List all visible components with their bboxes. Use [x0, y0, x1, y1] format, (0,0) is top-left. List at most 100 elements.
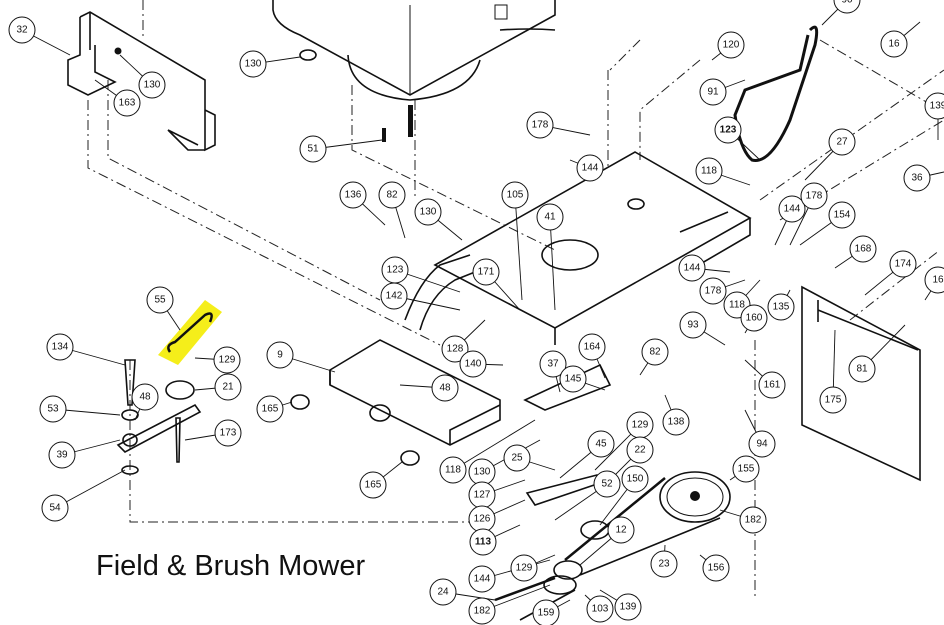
callout-168: 168: [834, 235, 877, 269]
callout-32: 32: [8, 16, 71, 56]
part-number: 168: [855, 244, 872, 255]
callout-150: 150: [599, 465, 649, 526]
part-number: 173: [220, 428, 237, 439]
callout-118: 118: [695, 157, 751, 186]
callout-81: 81: [848, 324, 906, 383]
callout-144: 144: [468, 559, 551, 593]
callout-165: 165: [359, 461, 403, 499]
callout-128: 128: [441, 319, 486, 363]
part-number: 155: [738, 464, 755, 475]
callout-circle: [239, 50, 267, 78]
callout-circle: [889, 250, 917, 278]
callout-171: 171: [472, 258, 521, 311]
callout-139: 139: [924, 92, 944, 140]
callout-41: 41: [536, 203, 564, 311]
part-number: 105: [507, 190, 524, 201]
callout-circle: [214, 373, 242, 401]
part-number: 136: [345, 190, 362, 201]
callout-circle: [526, 111, 554, 139]
callout-circle: [699, 277, 727, 305]
part-number: 139: [620, 602, 637, 613]
callout-105: 105: [501, 181, 529, 301]
callout-circle: [459, 350, 487, 378]
callout-circle: [662, 408, 690, 436]
part-number: 145: [565, 374, 582, 385]
callout-144: 144: [678, 254, 731, 282]
callout-circle: [800, 182, 828, 210]
callout-37: 37: [539, 350, 567, 393]
callout-circle: [146, 286, 174, 314]
callout-25: 25: [503, 444, 556, 472]
callout-120: 120: [711, 31, 745, 61]
callout-circle: [113, 89, 141, 117]
part-number: 128: [447, 344, 464, 355]
callout-164: 164: [578, 333, 606, 379]
callout-52: 52: [554, 470, 621, 521]
callout-103: 103: [584, 594, 614, 623]
callout-circle: [41, 494, 69, 522]
part-number: 171: [478, 267, 495, 278]
part-number: 23: [658, 559, 670, 570]
callout-circle: [702, 554, 730, 582]
callout-163: 163: [94, 79, 141, 117]
callout-circle: [539, 350, 567, 378]
callout-145: 145: [559, 365, 606, 393]
part-number: 53: [47, 404, 59, 415]
callout-circle: [828, 128, 856, 156]
callout-circle: [924, 266, 944, 294]
part-number: 91: [707, 87, 719, 98]
callout-135: 135: [767, 289, 795, 321]
callout-circle: [614, 593, 642, 621]
callout-94: 94: [744, 409, 776, 458]
callout-circle: [256, 395, 284, 423]
part-number: 118: [701, 166, 717, 177]
callout-174: 174: [864, 250, 917, 296]
callout-134: 134: [46, 333, 126, 366]
callout-circle: [767, 293, 795, 321]
part-number: 144: [474, 574, 491, 585]
part-number: 144: [684, 263, 701, 274]
callout-circle: [510, 554, 538, 582]
callout-154: 154: [799, 201, 856, 246]
part-number: 142: [386, 291, 403, 302]
callout-156: 156: [699, 554, 730, 582]
part-number: 129: [516, 563, 533, 574]
callout-130: 130: [414, 198, 463, 241]
callout-91: 91: [699, 78, 746, 106]
drive-chain: [733, 25, 819, 162]
callout-130: 130: [119, 54, 166, 99]
callout-circle: [429, 578, 457, 606]
part-number: 93: [687, 320, 699, 331]
callout-82: 82: [639, 338, 669, 376]
rear-bracket: [67, 11, 216, 152]
callout-23: 23: [650, 544, 678, 578]
callout-circle: [576, 154, 604, 182]
part-number: 164: [584, 342, 601, 353]
callout-178: 178: [699, 277, 746, 305]
callout-circle: [213, 346, 241, 374]
callout-27: 27: [804, 128, 856, 181]
callout-178: 178: [789, 182, 828, 246]
part-number: 165: [262, 404, 279, 415]
part-number: 27: [836, 137, 848, 148]
part-number: 150: [627, 474, 644, 485]
callout-155: 155: [729, 455, 760, 483]
part-number: 126: [474, 514, 491, 525]
callout-21: 21: [194, 373, 242, 401]
callout-circle: [503, 444, 531, 472]
part-number: 41: [544, 212, 556, 223]
part-number: 82: [649, 347, 661, 358]
callout-circle: [532, 599, 560, 625]
callout-139: 139: [599, 589, 642, 621]
part-number: 130: [420, 207, 437, 218]
part-number: 154: [834, 210, 851, 221]
callout-circle: [536, 203, 564, 231]
callout-129: 129: [510, 554, 556, 582]
callout-circle: [431, 374, 459, 402]
callout-circle: [214, 419, 242, 447]
callout-circle: [39, 395, 67, 423]
part-number: 25: [511, 453, 523, 464]
callout-circle: [578, 333, 606, 361]
callout-130: 130: [239, 50, 301, 78]
callout-113: 113: [469, 524, 521, 556]
